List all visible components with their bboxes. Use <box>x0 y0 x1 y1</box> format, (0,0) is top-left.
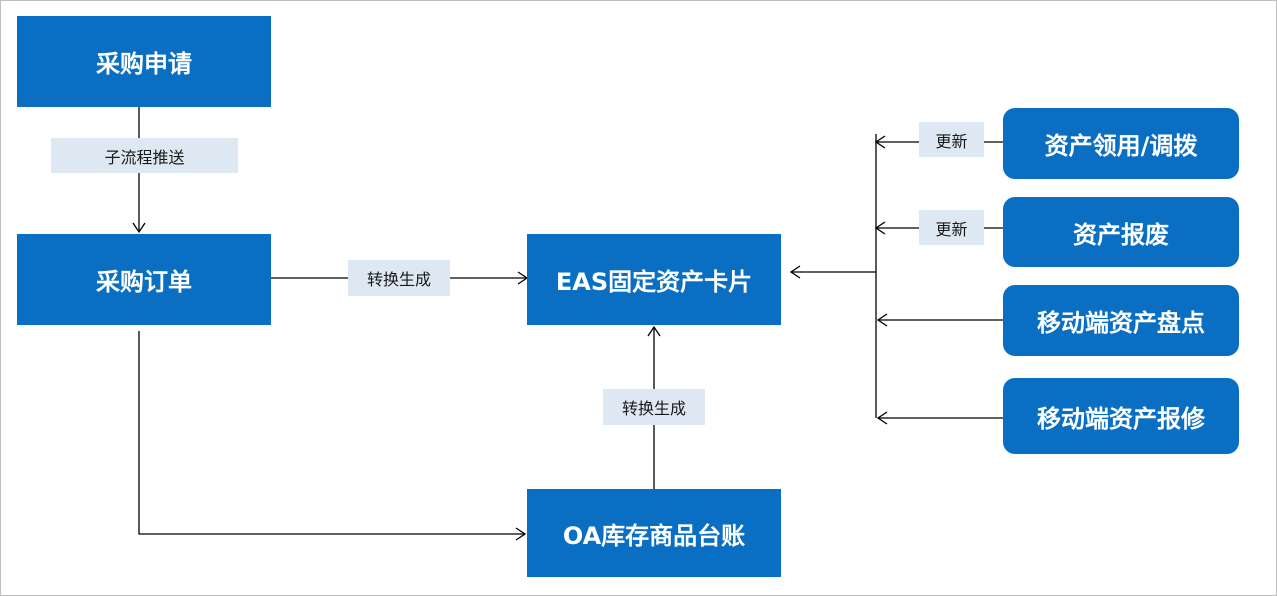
eas-fixed-asset-card-box: EAS固定资产卡片 <box>527 234 781 325</box>
convert-generate-label-vertical: 转换生成 <box>603 389 705 425</box>
purchase-request-box: 采购申请 <box>17 16 271 107</box>
update-label-2: 更新 <box>919 210 984 245</box>
arrowhead-bus-1 <box>874 135 886 149</box>
arrowhead-order <box>132 222 146 234</box>
purchase-order-box: 采购订单 <box>17 234 271 325</box>
arrowhead-bus-3 <box>876 313 888 327</box>
mobile-inventory-box: 移动端资产盘点 <box>1003 285 1239 356</box>
connector-order-to-oa <box>138 331 525 535</box>
arrowhead-bus-4 <box>876 411 888 425</box>
arrowhead-eas-right <box>789 265 801 279</box>
asset-transfer-box: 资产领用/调拨 <box>1003 108 1239 179</box>
convert-generate-label-horizontal: 转换生成 <box>348 260 450 296</box>
asset-scrap-box: 资产报废 <box>1003 197 1239 267</box>
arrowhead-bus-2 <box>874 221 886 235</box>
oa-inventory-ledger-box: OA库存商品台账 <box>527 489 781 577</box>
arrowhead-eas-bottom <box>647 325 661 337</box>
mobile-repair-box: 移动端资产报修 <box>1003 378 1239 454</box>
subflow-push-label: 子流程推送 <box>51 138 238 173</box>
arrowhead-oa <box>515 527 527 541</box>
update-label-1: 更新 <box>919 122 984 157</box>
